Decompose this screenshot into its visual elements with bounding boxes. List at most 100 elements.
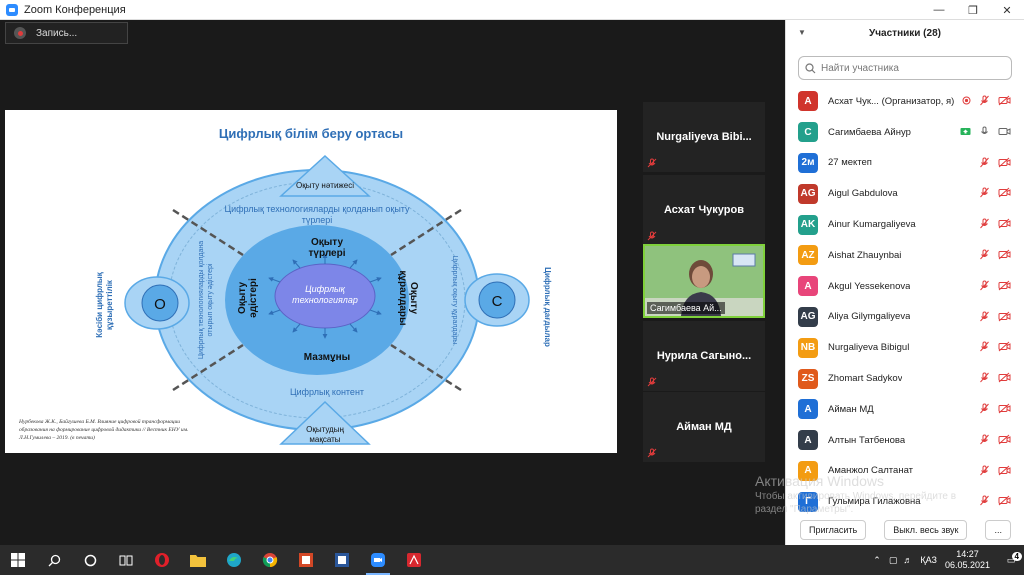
recording-indicator[interactable]: Запись... (5, 22, 128, 44)
participant-avatar: AG (798, 183, 818, 204)
volume-icon[interactable]: ♬ (903, 555, 913, 565)
mute-all-button[interactable]: Выкл. весь звук (884, 520, 968, 540)
camera-off-icon[interactable] (998, 372, 1011, 383)
mic-muted-icon[interactable] (979, 95, 990, 106)
video-tile[interactable]: Нурила Сагыно... (643, 321, 765, 391)
mic-muted-icon[interactable] (979, 218, 990, 229)
cortana-button[interactable] (72, 545, 108, 575)
participant-avatar: С (798, 122, 818, 143)
camera-off-icon[interactable] (998, 249, 1011, 260)
mic-icon[interactable] (979, 126, 990, 137)
powerpoint-icon (299, 553, 313, 567)
watermark-line2: Чтобы активировать Windows, перейдите в (755, 491, 957, 502)
mic-muted-icon[interactable] (979, 403, 990, 414)
mic-muted-icon[interactable] (979, 434, 990, 445)
participant-name: Zhomart Sadykov (828, 373, 903, 385)
ring-right-label: Цифрлық оқыту құралдары (451, 256, 458, 345)
taskbar: ⌃ ▢ ♬ ҚАЗ 14:27 06.05.2021 ▭4 (0, 545, 1024, 575)
acrobat-button[interactable] (396, 545, 432, 575)
video-tile[interactable]: Nurgaliyeva Bibi... (643, 102, 765, 172)
search-icon (48, 554, 60, 566)
camera-off-icon[interactable] (998, 434, 1011, 445)
mic-muted-icon[interactable] (979, 187, 990, 198)
video-tile-active[interactable]: Сагимбаева Ай... (643, 244, 765, 318)
network-icon[interactable]: ▢ (888, 554, 898, 565)
notification-icon[interactable]: ▭4 (998, 551, 1024, 566)
chrome-icon (262, 553, 278, 568)
minimize-button[interactable]: — (933, 4, 945, 16)
mic-muted-icon[interactable] (979, 157, 990, 168)
camera-off-icon[interactable] (998, 157, 1011, 168)
mic-muted-icon[interactable] (979, 465, 990, 476)
participant-row[interactable]: А Алтын Татбенова (786, 425, 1024, 456)
slide-citation: Нурбекова Ж.К., Байгушева Б.М. Влияние ц… (18, 418, 188, 441)
mic-muted-icon (647, 231, 657, 241)
file-explorer-button[interactable] (180, 545, 216, 575)
start-button[interactable] (0, 545, 36, 575)
chrome-button[interactable] (252, 545, 288, 575)
camera-off-icon[interactable] (998, 311, 1011, 322)
tray-expand-icon[interactable]: ⌃ (873, 554, 881, 565)
search-taskbar-button[interactable] (36, 545, 72, 575)
camera-off-icon[interactable] (998, 95, 1011, 106)
participant-avatar: Г (798, 491, 818, 512)
participant-name: Гульмира Гилажовна (828, 496, 921, 508)
camera-off-icon[interactable] (998, 465, 1011, 476)
mic-muted-icon[interactable] (979, 311, 990, 322)
zoom-icon (371, 553, 385, 567)
participant-row[interactable]: Г Гульмира Гилажовна (786, 486, 1024, 517)
participant-avatar: AZ (798, 245, 818, 266)
mic-muted-icon[interactable] (979, 372, 990, 383)
mic-muted-icon[interactable] (979, 341, 990, 352)
participant-avatar: А (798, 430, 818, 451)
task-view-button[interactable] (108, 545, 144, 575)
camera-off-icon[interactable] (998, 280, 1011, 291)
mic-muted-icon[interactable] (979, 249, 990, 260)
bottom-triangle (279, 400, 371, 445)
participant-name: Алтын Татбенова (828, 434, 906, 446)
clock[interactable]: 14:27 06.05.2021 (945, 549, 990, 571)
participant-name: Aliya Gilymgaliyeva (828, 311, 911, 323)
invite-button[interactable]: Пригласить (800, 520, 867, 540)
more-options-button[interactable]: ... (985, 520, 1011, 540)
panel-header: ▼ Участники (28) (786, 20, 1024, 46)
camera-off-icon[interactable] (998, 341, 1011, 352)
camera-off-icon[interactable] (998, 218, 1011, 229)
video-tile[interactable]: Айман МД (643, 392, 765, 462)
close-button[interactable]: ✕ (1002, 4, 1012, 17)
camera-icon[interactable] (998, 126, 1011, 137)
zoom-taskbar-button[interactable] (360, 545, 396, 575)
edge-button[interactable] (216, 545, 252, 575)
word-icon (335, 553, 349, 567)
camera-off-icon[interactable] (998, 187, 1011, 198)
camera-off-icon[interactable] (998, 495, 1011, 506)
video-tile[interactable]: Асхат Чукуров (643, 175, 765, 245)
recording-label: Запись... (36, 27, 78, 39)
maximize-button[interactable]: ❐ (968, 4, 978, 17)
input-language[interactable]: ҚАЗ (920, 555, 937, 565)
top-triangle (279, 154, 371, 197)
mic-muted-icon[interactable] (979, 495, 990, 506)
word-button[interactable] (324, 545, 360, 575)
collapse-chevron-icon[interactable]: ▼ (798, 28, 806, 37)
participant-search-input[interactable]: Найти участника (798, 56, 1012, 80)
recording-icon (962, 96, 971, 105)
opera-button[interactable] (144, 545, 180, 575)
powerpoint-button[interactable] (288, 545, 324, 575)
mic-muted-icon[interactable] (979, 280, 990, 291)
camera-off-icon[interactable] (998, 403, 1011, 414)
participant-name: Асхат Чук... (Организатор, я) (828, 95, 955, 107)
mic-muted-icon (647, 377, 657, 387)
